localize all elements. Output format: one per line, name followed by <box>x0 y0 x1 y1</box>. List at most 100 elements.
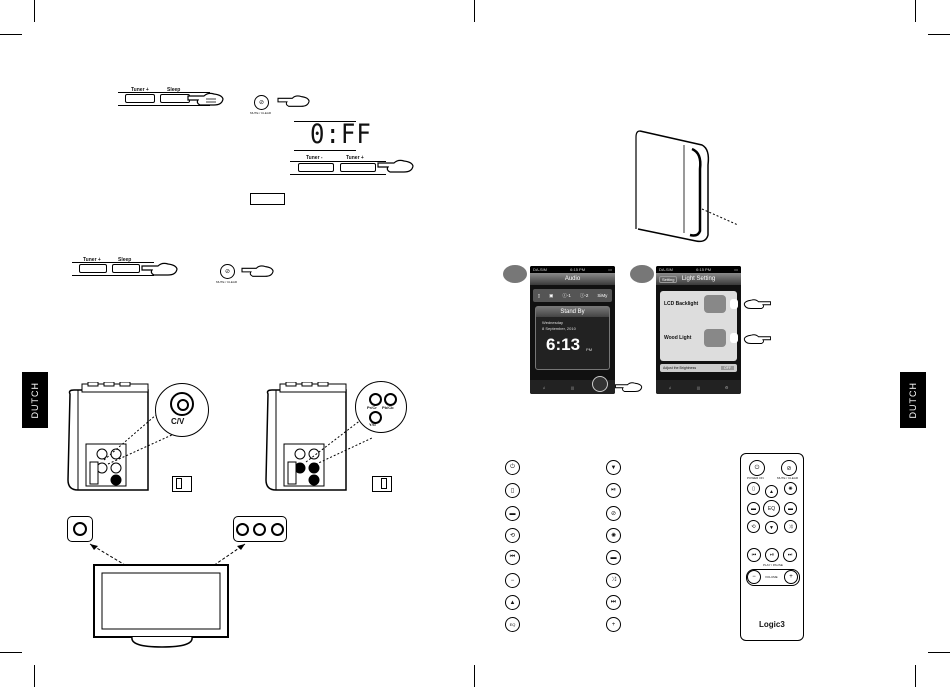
pr-jack-icon <box>369 393 382 406</box>
tv-icon <box>93 564 229 648</box>
wood-switch[interactable] <box>730 333 738 343</box>
ipod-icon[interactable]: ▯ <box>537 292 540 298</box>
battery-icon: ▭ <box>608 267 612 272</box>
tab-audio-icon[interactable]: ♫ <box>542 384 546 390</box>
power-icon: ⏻ <box>505 460 520 475</box>
speaker-side-illustration <box>635 130 739 243</box>
up-button[interactable]: ▲ <box>765 485 778 498</box>
tuner-plus-label: Tuner + <box>131 87 149 93</box>
lcd-label: LCD Backlight <box>664 301 699 307</box>
up-arrow-icon: ▲ <box>505 595 520 610</box>
tuner-minus-label: Tuner - <box>306 155 323 161</box>
play-pause-icon: ⏯ <box>606 483 621 498</box>
language-tab-left: DUTCH <box>22 372 48 428</box>
switch-slider-left <box>176 478 182 489</box>
crop-mark <box>915 0 916 22</box>
y-label: Y/G <box>369 422 376 427</box>
crop-mark <box>34 0 35 22</box>
radio-icon[interactable]: ▣ <box>549 292 554 298</box>
sleep-key-3 <box>112 264 140 273</box>
battery-icon: ▭ <box>734 267 738 272</box>
down-arrow-icon: ▼ <box>606 460 621 475</box>
crop-mark <box>0 652 22 653</box>
volume-bar <box>746 569 800 586</box>
shuffle-button[interactable]: ⤨ <box>784 520 797 533</box>
select-icon: ▬ <box>606 550 621 565</box>
cv-jack-inner <box>177 399 189 411</box>
wood-toggle[interactable] <box>704 329 726 347</box>
source-1[interactable]: ⓘ-1 <box>562 292 571 298</box>
back-button[interactable]: Setting <box>659 275 678 283</box>
source-2[interactable]: ⓘ-2 <box>579 292 589 298</box>
tab-eq-icon[interactable]: ||| <box>570 384 574 390</box>
mute-icon: ⊘ <box>254 95 269 110</box>
pointing-hand-icon <box>277 95 310 107</box>
prev-track-icon: ⏮ <box>505 550 520 565</box>
repeat-button[interactable]: ⟲ <box>747 520 760 533</box>
next-track-icon: ⏭ <box>606 595 621 610</box>
crop-mark <box>0 34 22 35</box>
tab-eq-icon[interactable]: ||| <box>696 384 700 390</box>
select-button[interactable]: ▬ <box>784 502 797 515</box>
pointing-hand-icon <box>141 262 178 276</box>
y-jack-icon <box>369 411 382 424</box>
callout-circle-right <box>355 381 407 433</box>
brightness-off[interactable]: OFF <box>721 366 734 370</box>
menu-icon: ▬ <box>505 506 520 521</box>
volume-up-button[interactable]: + <box>784 570 798 584</box>
source-3[interactable]: SiMy <box>597 293 608 298</box>
eq-button[interactable]: EQ <box>763 500 780 517</box>
tuner-plus-key-3 <box>79 264 107 273</box>
pointing-hand-icon <box>241 265 274 277</box>
standby-panel: Stand By Wednesday 8 September, 2010 6:1… <box>535 306 610 370</box>
tab-settings-icon[interactable]: ⚙ <box>724 384 729 390</box>
sleep-round-button[interactable] <box>592 376 608 392</box>
tuner-plus-label-2: Tuner + <box>346 155 364 161</box>
pointing-hand-icon <box>743 334 771 344</box>
shuffle-icon: ⤨ <box>606 573 621 588</box>
pb-label: Pb/Cb <box>382 405 394 410</box>
step-badge-2 <box>630 265 654 283</box>
date-text: 8 September, 2010 <box>542 326 576 331</box>
power-button[interactable]: ⏻ <box>749 460 765 476</box>
volume-down-icon: − <box>505 573 520 588</box>
lcd-toggle[interactable] <box>704 295 726 313</box>
tab-audio-icon[interactable]: ♫ <box>668 384 672 390</box>
nav-bar: Setting Light Setting <box>656 273 741 285</box>
mute-label-2: MUTE / CLEAR <box>216 280 238 284</box>
key-strip-3 <box>72 262 154 276</box>
blank-box <box>250 193 285 205</box>
tuner-minus-key <box>298 163 334 172</box>
phone-screen-light: DA-SIM 6:15 PM ▭ Setting Light Setting LCD… <box>656 266 741 394</box>
crop-mark <box>474 0 475 22</box>
standby-label: Stand By <box>536 307 609 317</box>
step-badge-1 <box>503 265 527 283</box>
mute-button[interactable]: ⊘ <box>781 460 797 476</box>
light-button[interactable]: ✺ <box>784 482 797 495</box>
next-button[interactable]: ⏭ <box>783 548 797 562</box>
sleep-label: Sleep <box>167 87 181 93</box>
tab-bar: ♫ ||| ⚙ <box>656 380 741 394</box>
carrier-text: DA-SIM <box>659 267 673 272</box>
pointing-hand-icon <box>377 159 414 173</box>
switch-box-left <box>172 476 192 492</box>
key-strip-2 <box>290 161 386 175</box>
prev-button[interactable]: ⏮ <box>747 548 761 562</box>
tuner-plus-key-2 <box>340 163 376 172</box>
crop-mark <box>928 652 950 653</box>
menu-button[interactable]: ▬ <box>747 502 760 515</box>
tuner-plus-key <box>125 94 155 103</box>
ipod-button[interactable]: ▯ <box>747 482 760 495</box>
volume-label: VOLUME <box>765 575 778 579</box>
status-time: 6:15 PM <box>696 267 712 272</box>
screen-title: Audio <box>564 276 581 282</box>
repeat-icon: ⟲ <box>505 528 520 543</box>
lcd-switch[interactable] <box>730 299 738 309</box>
sleep-label-3: Sleep <box>118 257 132 263</box>
volume-down-button[interactable]: − <box>747 570 761 584</box>
clock-text: 6:13 <box>546 335 581 354</box>
down-button[interactable]: ▼ <box>765 521 778 534</box>
play-pause-button[interactable]: ⏯ <box>765 548 779 562</box>
pb-jack-icon <box>384 393 397 406</box>
